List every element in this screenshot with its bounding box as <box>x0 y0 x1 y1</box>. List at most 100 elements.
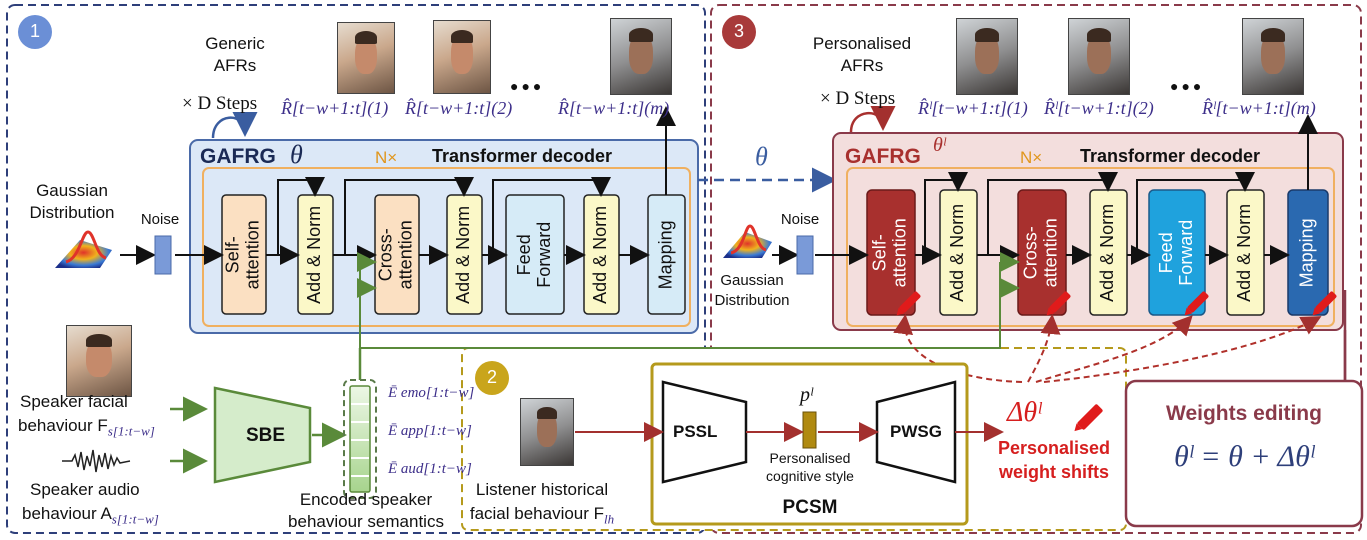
generic-add-norm-label-1: Add & Norm <box>304 205 325 304</box>
weights-editing-box <box>1124 379 1364 528</box>
section-1-number: 1 <box>29 21 41 41</box>
generic-add-norm-label-3: Add & Norm <box>590 205 611 304</box>
generic-add-norm-label-2: Add & Norm <box>453 205 474 304</box>
listener-label-2: facial behaviour Flh <box>469 504 615 527</box>
pcsm-title: PCSM <box>782 497 838 518</box>
weights-editing-title: Weights editing <box>1166 402 1322 425</box>
encoded-semantics-bracket <box>343 379 377 499</box>
pssl-label: PSSL <box>673 422 718 441</box>
delta-theta-label: Δθˡ <box>1007 397 1042 428</box>
listener-face-image <box>520 398 574 466</box>
generic-afr-frame-m <box>610 18 672 95</box>
section-2-circle <box>475 361 509 395</box>
personal-ellipsis: ●●● <box>1170 78 1205 94</box>
gaussian-right-label-1: Gaussian <box>720 272 784 289</box>
style-label-1: Personalised <box>769 450 851 466</box>
section-2-number: 2 <box>486 367 498 387</box>
personal-nx-border <box>846 167 1335 327</box>
generic-decoder-title: Transformer decoder <box>432 146 613 166</box>
section-3-circle <box>722 15 756 49</box>
listener-subscript: lh <box>604 511 615 527</box>
panel-3-border <box>710 4 1362 534</box>
section-3-number: 3 <box>733 21 745 41</box>
speaker-audio-waveform-icon <box>62 449 131 473</box>
generic-nx-border <box>202 167 691 327</box>
weights-editing-formula: θˡ = θ + Δθˡ <box>1174 440 1314 473</box>
noise-left-label: Noise <box>140 211 180 228</box>
generic-afrs-label-1: Generic <box>205 34 265 53</box>
generic-cross-attention-label: Cross- attention <box>376 219 416 290</box>
personal-steps-label: × D Steps <box>820 88 896 109</box>
personal-afr-frame-2 <box>1068 18 1130 95</box>
generic-afr-frame-2 <box>433 20 491 94</box>
theta-transfer-label: θ <box>755 142 768 171</box>
generic-afrs-label-2: AFRs <box>213 56 257 75</box>
generic-mapping-label: Mapping <box>655 219 676 290</box>
personal-r-2: R̂ˡ[t−w+1:t](2) <box>1044 98 1154 118</box>
personal-green-arrows <box>360 252 1020 349</box>
personal-decoder-title: Transformer decoder <box>1080 146 1261 166</box>
weight-shifts-label-2: weight shifts <box>998 462 1110 482</box>
personal-add-norm-label-3: Add & Norm <box>1234 203 1255 302</box>
personal-steps-loop-arrow <box>849 105 896 133</box>
pwsg-decoder-shape <box>875 380 957 484</box>
listener-label-1: Listener historical <box>475 480 609 499</box>
encoded-aud-label: Ē aud[1:t−w] <box>388 461 472 477</box>
personal-nx-label: N× <box>1020 148 1043 167</box>
weight-shifts-label-1: Personalised <box>997 438 1111 458</box>
encoded-semantics-label-2: behaviour semantics <box>288 512 444 531</box>
personal-self-attention-label: Self- attention <box>870 217 910 288</box>
personal-model-name: GAFRG <box>845 145 921 168</box>
personalised-style-vector <box>802 411 817 449</box>
personal-model-param: θˡ <box>933 134 946 156</box>
speaker-face-image <box>66 325 132 397</box>
generic-ellipsis: ●●● <box>510 78 545 94</box>
generic-r-1: R̂[t−w+1:t](1) <box>281 98 389 118</box>
style-label-2: cognitive style <box>766 468 854 484</box>
generic-self-attention-label: Self- attention <box>223 219 263 290</box>
generic-r-m: R̂[t−w+1:t](m) <box>558 98 670 118</box>
personal-r-m: R̂ˡ[t−w+1:t](m) <box>1202 98 1316 118</box>
personal-add-norm-label-1: Add & Norm <box>947 203 968 302</box>
personal-afr-frame-1 <box>956 18 1018 95</box>
generic-r-2: R̂[t−w+1:t](2) <box>405 98 513 118</box>
speaker-audio-label-1: Speaker audio <box>30 480 140 499</box>
encoded-bar-dividers <box>351 403 369 477</box>
speaker-facial-subscript: s[1:t−w] <box>107 423 155 439</box>
personal-afrs-label-1: Personalised <box>812 34 912 53</box>
generic-steps-label: × D Steps <box>182 93 258 114</box>
style-vector-label: pˡ <box>800 384 813 406</box>
personal-mapping-label: Mapping <box>1297 217 1318 288</box>
gaussian-right-label-2: Distribution <box>714 292 790 309</box>
gaussian-distribution-left-icon <box>55 240 112 268</box>
speaker-facial-label-1: Speaker facial <box>20 392 128 411</box>
gaussian-left-label-1: Gaussian <box>36 181 108 200</box>
sbe-label: SBE <box>246 425 286 446</box>
generic-model-param: θ <box>290 140 303 169</box>
personal-decoder-arrows <box>772 114 1318 265</box>
noise-block-left <box>154 235 172 275</box>
personal-afrs-label-2: AFRs <box>840 56 884 75</box>
personal-add-norm-label-2: Add & Norm <box>1097 203 1118 302</box>
generic-nx-label: N× <box>375 148 398 167</box>
noise-right-label: Noise <box>780 211 820 228</box>
encoded-app-label: Ē app[1:t−w] <box>388 423 472 439</box>
gaussian-distribution-right-icon <box>723 232 772 258</box>
gaussian-left-label-2: Distribution <box>29 203 115 222</box>
speaker-facial-label-2: behaviour Fs[1:t−w] <box>18 416 155 439</box>
pssl-encoder-shape <box>661 380 748 484</box>
speaker-audio-subscript: s[1:t−w] <box>111 511 159 527</box>
encoded-semantics-label-1: Encoded speaker <box>299 490 433 509</box>
section-1-circle <box>18 15 52 49</box>
sbe-encoder-shape <box>213 386 312 484</box>
noise-block-right <box>796 235 814 275</box>
generic-model-name: GAFRG <box>200 145 276 168</box>
speaker-audio-label-2: behaviour As[1:t−w] <box>22 504 159 527</box>
generic-steps-loop-arrow <box>211 111 258 139</box>
pwsg-label: PWSG <box>890 422 942 441</box>
panel-1-border <box>6 4 706 534</box>
personal-r-1: R̂ˡ[t−w+1:t](1) <box>918 98 1028 118</box>
personal-afr-frame-m <box>1242 18 1304 95</box>
speaker-arrows <box>170 348 362 474</box>
